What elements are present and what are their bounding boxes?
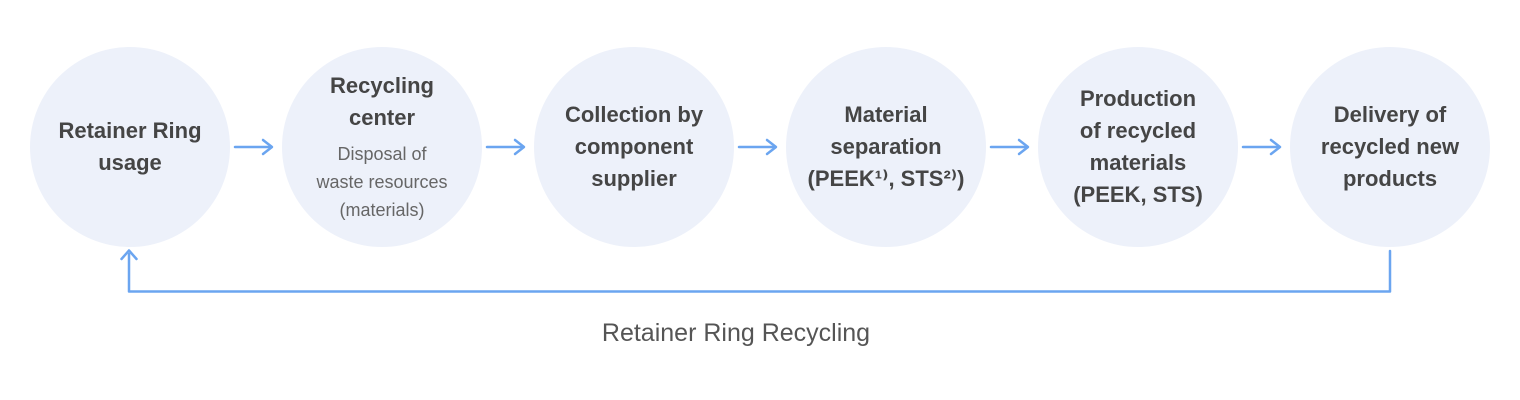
flow-step-title: Collection by component supplier [564,102,704,191]
flow-step-circle-material-separation: Material separation (PEEK¹⁾, STS²⁾) [786,47,986,247]
flow-arrow-icon [482,138,534,156]
flow-step-subtitle: Disposal of waste resources (materials) [316,144,448,220]
flow-step-circle-collection: Collection by component supplier [534,47,734,247]
loop-caption: Retainer Ring Recycling [601,319,871,347]
flow-step-circle-production: Production of recycled materials (PEEK, … [1038,47,1238,247]
flow-arrow-icon [230,138,282,156]
flow-arrow-icon [986,138,1038,156]
flow-step-title: Production of recycled materials (PEEK, … [1073,86,1203,207]
flow-arrow-icon [734,138,786,156]
flow-step-circle-delivery: Delivery of recycled new products [1290,47,1490,247]
flow-step-circle-retainer-ring-usage: Retainer Ring usage [30,47,230,247]
flow-arrow-icon [1238,138,1290,156]
flow-step-circle-recycling-center: Recycling center Disposal of waste resou… [282,47,482,247]
flow-step-title: Material separation (PEEK¹⁾, STS²⁾) [807,102,965,191]
flow-step-title: Recycling center [330,73,434,130]
flow-step-title: Delivery of recycled new products [1320,102,1460,191]
flow-step-title: Retainer Ring usage [58,118,202,175]
flow-row: Retainer Ring usage Recycling center Dis… [0,47,1520,247]
